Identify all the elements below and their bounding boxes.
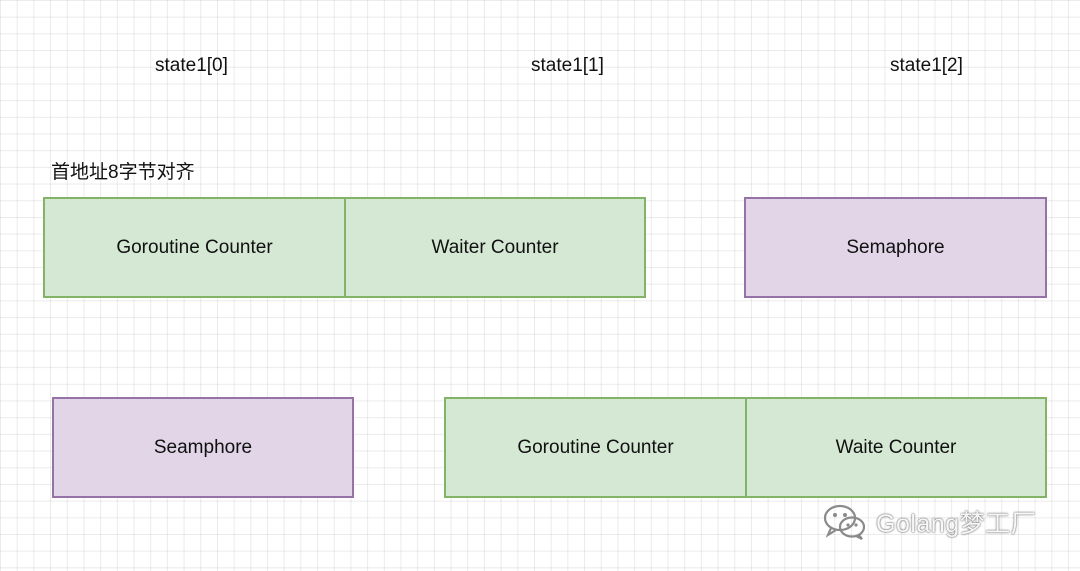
cell-label: Waiter Counter — [431, 236, 559, 258]
alignment-note: 首地址8字节对齐 — [51, 162, 195, 183]
top-goroutine-counter-cell: Goroutine Counter — [43, 197, 346, 298]
wechat-icon — [822, 503, 868, 541]
bottom-semaphore-cell: Seamphore — [52, 397, 354, 498]
watermark: Golang梦工厂 — [822, 502, 1036, 542]
cell-label: Semaphore — [846, 236, 945, 258]
cell-label: Waite Counter — [835, 436, 957, 458]
top-semaphore-cell: Semaphore — [744, 197, 1047, 298]
label-state1-1: state1[1] — [531, 55, 604, 76]
watermark-text: Golang梦工厂 — [876, 510, 1037, 538]
cell-label: Seamphore — [153, 436, 253, 458]
cell-label: Goroutine Counter — [116, 236, 273, 258]
label-state1-2: state1[2] — [890, 55, 963, 76]
bottom-goroutine-counter-cell: Goroutine Counter — [444, 397, 747, 498]
label-state1-0: state1[0] — [155, 55, 228, 76]
bottom-waite-counter-cell: Waite Counter — [745, 397, 1047, 498]
top-waiter-counter-cell: Waiter Counter — [344, 197, 646, 298]
cell-label: Goroutine Counter — [517, 436, 674, 458]
